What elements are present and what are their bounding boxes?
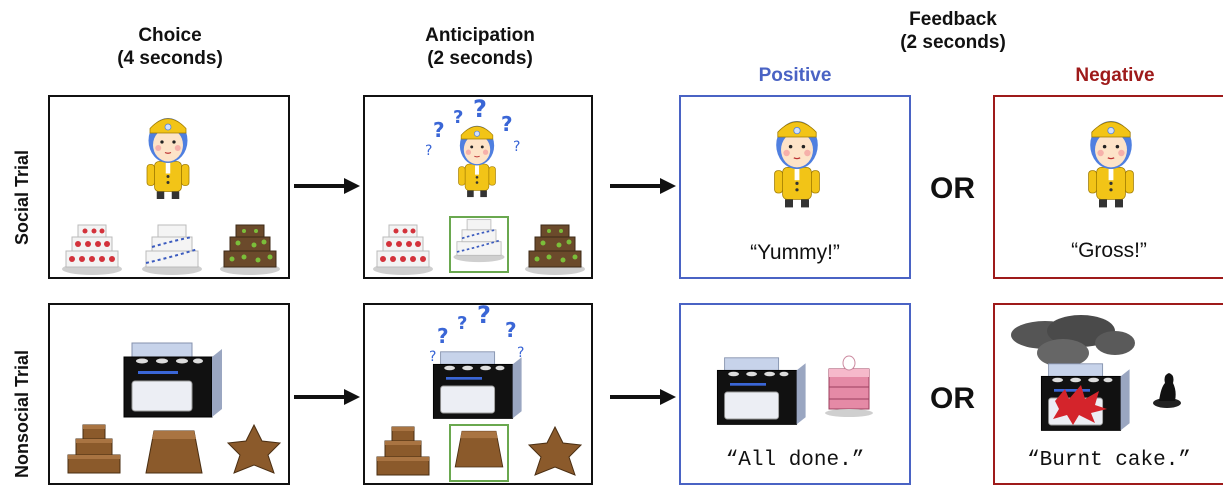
social-positive-caption: “Yummy!” [750,241,840,264]
cake-icon [452,218,506,263]
social-trial-label: Social Trial [12,149,32,245]
nonsocial-positive-art [716,355,873,425]
character-icon [1087,120,1135,208]
nonsocial-choice-art [67,342,281,474]
social-positive-panel: “Yummy!” [679,95,911,279]
nonsocial-anticipation-panel [363,303,593,485]
nonsocial-negative-caption: “Burnt cake.” [1027,449,1191,472]
or-label-social: OR [930,172,975,205]
cake-icon [454,430,504,468]
nonsocial-negative-panel: “Burnt cake.” [993,303,1223,485]
character-icon [773,120,821,208]
arrow-icon [610,178,676,194]
smoke-icon [1011,315,1135,367]
selection-box [449,216,509,273]
anticipation-header: Anticipation (2 seconds) [390,24,570,70]
social-negative-art [1087,120,1135,208]
cake-icon [825,355,873,417]
social-anticipation-art [372,97,586,276]
cake-icon [528,426,582,476]
character-icon [146,117,190,200]
feedback-header: Feedback (2 seconds) [878,8,1028,54]
nonsocial-anticipation-art [376,305,582,482]
anticipation-header-duration: (2 seconds) [427,48,533,69]
choice-header: Choice (4 seconds) [95,24,245,70]
social-choice-art [61,117,281,276]
nonsocial-choice-panel [48,303,290,485]
nonsocial-trial-label: Nonsocial Trial [12,349,32,478]
social-negative-caption: “Gross!” [1071,239,1147,262]
or-label-nonsocial: OR [930,382,975,415]
cake-icon [67,424,121,474]
nonsocial-positive-caption: “All done.” [725,449,865,472]
arrow-icon [294,178,360,194]
social-choice-panel [48,95,290,279]
feedback-header-duration: (2 seconds) [900,32,1006,53]
cake-icon [61,224,123,276]
social-anticipation-panel [363,95,593,279]
fire-icon [1053,385,1107,425]
positive-header: Positive [758,65,832,86]
character-icon [458,125,496,198]
nonsocial-negative-art [1011,315,1181,431]
oven-icon [432,351,523,419]
cake-icon [376,426,430,476]
cake-icon [145,430,203,474]
burnt-cake-icon [1153,373,1181,408]
nonsocial-positive-panel: “All done.” [679,303,911,485]
cake-icon [524,224,586,276]
oven-icon [1040,363,1131,431]
arrow-icon [610,389,676,405]
social-negative-panel: “Gross!” [993,95,1223,279]
negative-header: Negative [1075,65,1155,86]
choice-header-title: Choice [138,25,202,46]
oven-icon [123,342,223,418]
oven-icon [716,357,807,425]
choice-header-duration: (4 seconds) [117,48,223,69]
selection-box [449,424,509,482]
cake-icon [227,424,281,474]
anticipation-header-title: Anticipation [425,25,535,46]
cake-icon [141,224,203,276]
cake-icon [219,224,281,276]
feedback-header-title: Feedback [909,9,997,30]
cake-icon [372,224,434,276]
social-positive-art [773,120,821,208]
arrow-icon [294,389,360,405]
